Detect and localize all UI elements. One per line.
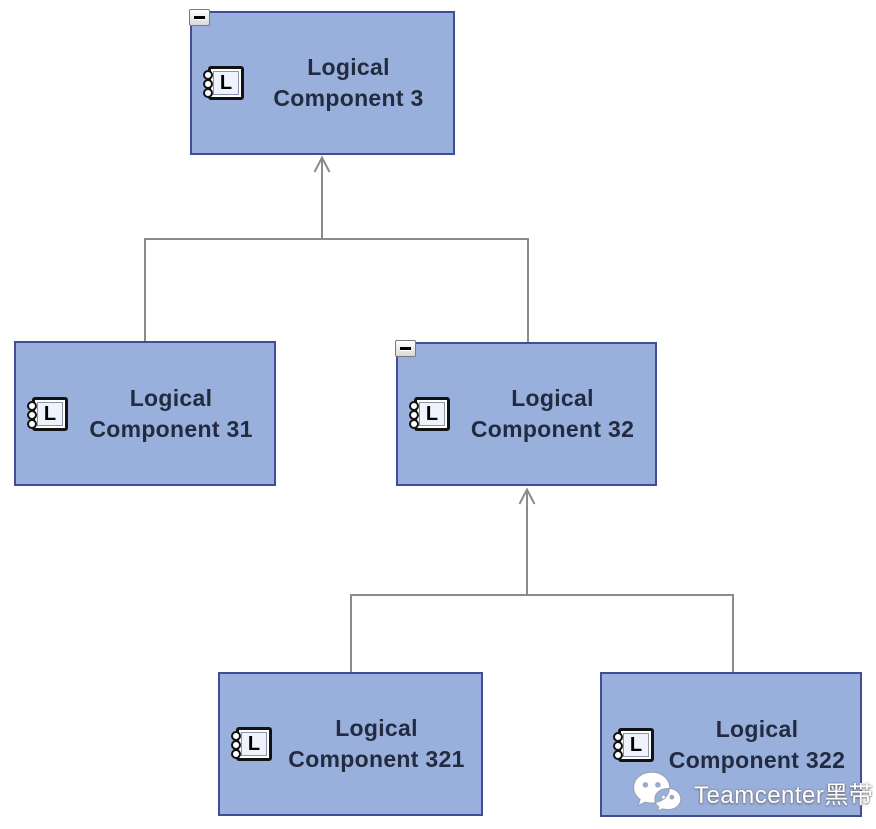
node-logical-component-32[interactable]: L Logical Component 32 [395,340,657,486]
node-label: Logical Component 31 [89,384,253,442]
logical-component-icon: L [409,397,450,431]
logical-component-icon: L [27,396,68,431]
node-label: Logical Component 321 [288,715,465,772]
logical-component-icon: L [231,727,272,761]
node-logical-component-321[interactable]: L Logical Component 321 [218,672,483,816]
node-label: Logical Component 3 [273,54,424,111]
logical-component-icon: L [613,727,654,762]
node-label: Logical Component 322 [668,715,846,773]
icon-letter: L [629,733,643,756]
port-dot-icon [231,749,241,759]
collapse-button[interactable] [395,340,416,357]
port-dot-icon [613,749,623,760]
edge-children-to-logical-component-32[interactable] [350,487,734,672]
logical-component-icon: L [203,66,244,100]
watermark-text: Teamcenter黑带 [694,781,874,809]
node-logical-component-31[interactable]: L Logical Component 31 [14,341,276,486]
icon-letter: L [247,733,261,755]
port-dot-icon [203,88,213,98]
node-logical-component-3[interactable]: L Logical Component 3 [189,9,455,155]
icon-letter: L [43,402,57,425]
edge-children-to-logical-component-3[interactable] [144,155,529,343]
port-dot-icon [27,418,37,429]
node-label: Logical Component 32 [470,385,635,442]
minus-icon [194,15,205,20]
icon-letter: L [219,72,233,94]
watermark: Teamcenter黑带 [632,770,873,814]
port-dot-icon [409,419,419,429]
wechat-icon [633,771,682,812]
minus-icon [400,346,411,351]
collapse-button[interactable] [189,9,210,26]
icon-letter: L [425,403,439,425]
